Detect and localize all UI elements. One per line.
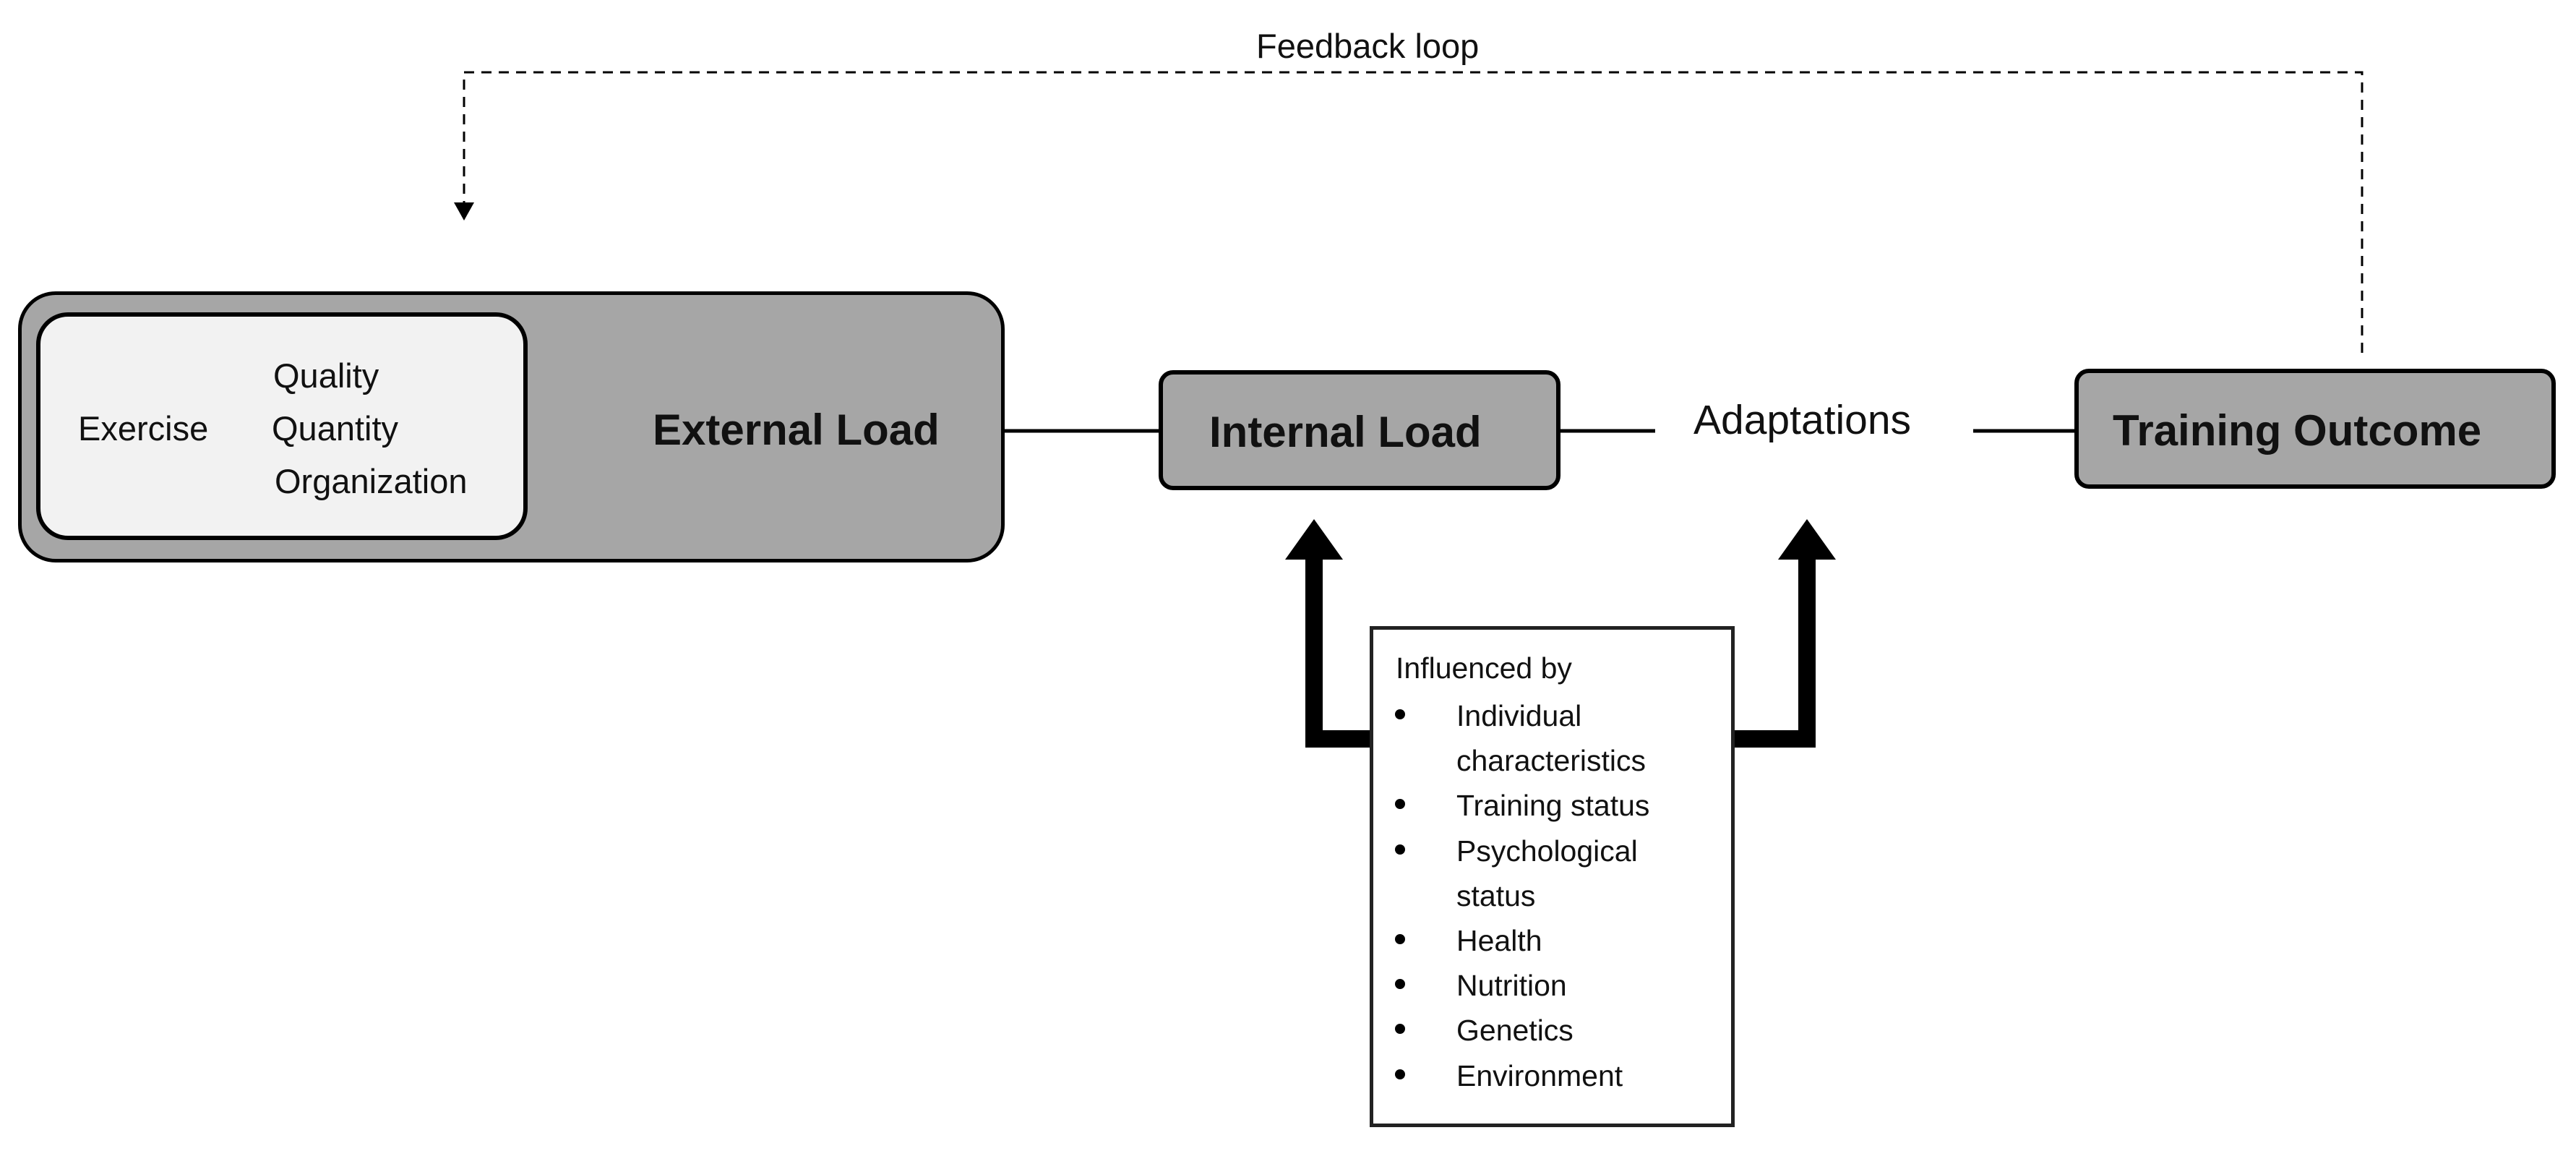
bullet-icon xyxy=(1395,709,1405,719)
influence-item-label: status xyxy=(1456,879,1536,912)
influences-box: Influenced by Individual characteristics… xyxy=(1370,626,1735,1127)
influence-item-label: Environment xyxy=(1456,1059,1623,1092)
influences-heading: Influenced by xyxy=(1396,651,1572,685)
influence-item-label: Nutrition xyxy=(1456,969,1567,1002)
bullet-icon xyxy=(1395,844,1405,855)
external-load-title: External Load xyxy=(653,406,940,454)
influence-item-label: Psychological xyxy=(1456,834,1638,868)
influence-item-label: Health xyxy=(1456,924,1542,957)
influence-item-label: characteristics xyxy=(1456,744,1647,777)
training-outcome-box xyxy=(2074,369,2556,489)
exercise-organization: Organization xyxy=(275,462,468,500)
internal-load-box xyxy=(1159,370,1560,490)
influence-item-label: Training status xyxy=(1456,789,1650,822)
influence-arrowhead-internal xyxy=(1285,519,1343,560)
influence-item-label: Individual xyxy=(1456,699,1582,732)
influence-item-label: Genetics xyxy=(1456,1014,1573,1047)
bullet-icon xyxy=(1395,1024,1405,1034)
exercise-box xyxy=(36,312,528,540)
feedback-loop-label: Feedback loop xyxy=(1256,27,1480,65)
adaptations-label: Adaptations xyxy=(1693,397,1912,443)
exercise-quantity: Quantity xyxy=(272,409,399,448)
training-outcome-title: Training Outcome xyxy=(2113,406,2482,455)
influence-arrowhead-adaptations xyxy=(1778,519,1836,560)
influence-arrow-internal xyxy=(1305,555,1370,748)
bullet-icon xyxy=(1395,934,1405,944)
influence-arrow-adaptations xyxy=(1735,555,1816,748)
internal-load-title: Internal Load xyxy=(1209,408,1482,456)
bullet-icon xyxy=(1395,1069,1405,1079)
bullet-icon xyxy=(1395,799,1405,809)
exercise-label: Exercise xyxy=(78,409,209,448)
exercise-quality: Quality xyxy=(273,356,379,395)
bullet-icon xyxy=(1395,979,1405,989)
feedback-loop-line xyxy=(463,71,2364,353)
feedback-arrowhead xyxy=(454,202,474,221)
